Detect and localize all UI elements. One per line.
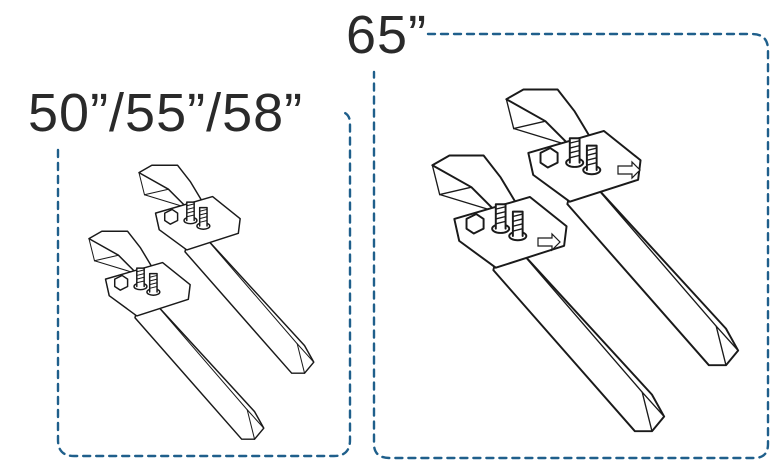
stand-foot-icon bbox=[88, 230, 265, 440]
group-frame-large bbox=[372, 32, 770, 460]
size-label-small: 50”/55”/58” bbox=[28, 83, 304, 143]
group-frame-small bbox=[56, 110, 352, 458]
stand-foot-icon bbox=[431, 154, 666, 433]
arrow-icon bbox=[617, 160, 641, 180]
size-label-large: 65” bbox=[346, 5, 428, 65]
arrow-icon bbox=[537, 232, 561, 252]
